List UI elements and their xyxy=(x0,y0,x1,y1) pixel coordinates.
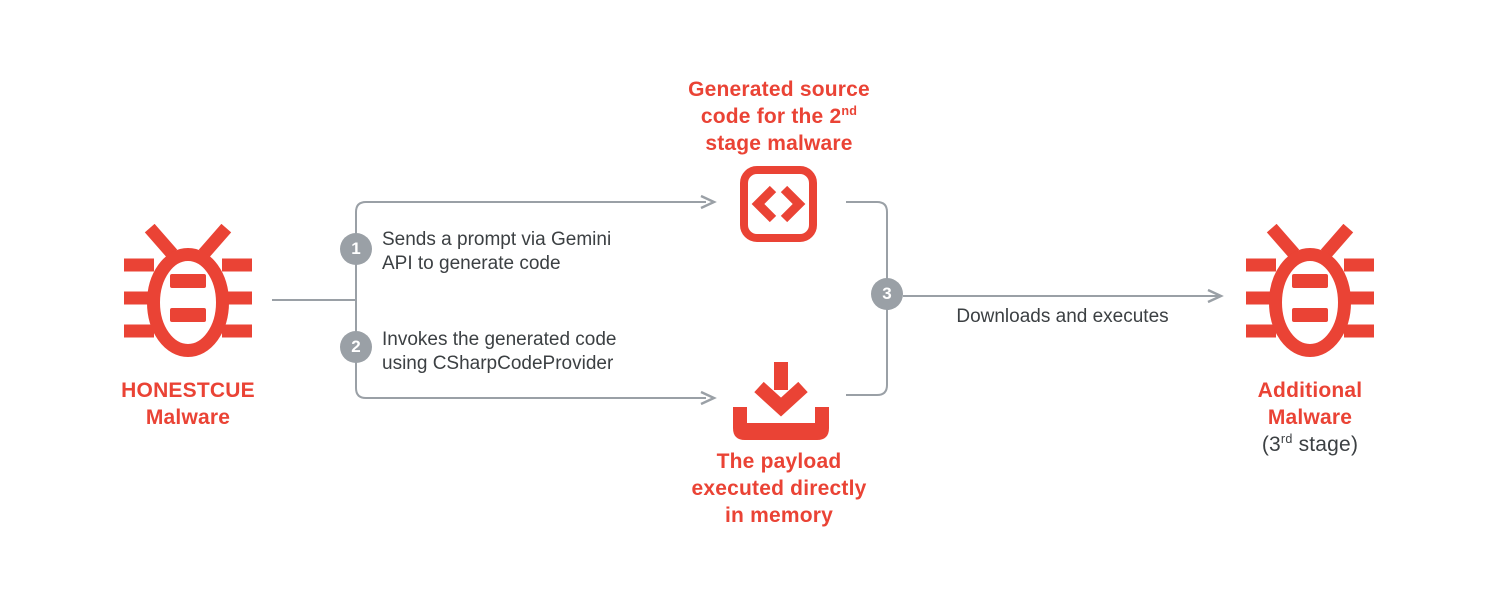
step-2-label-line1: Invokes the generated code xyxy=(382,329,617,350)
honestcue-label: HONESTCUE Malware xyxy=(88,377,288,431)
step-3-label: Downloads and executes xyxy=(903,305,1222,329)
node-honestcue xyxy=(124,224,252,358)
generated-source-label: Generated source code for the 2nd stage … xyxy=(649,76,909,157)
payload-line1: The payload xyxy=(716,450,842,473)
step-3-number: 3 xyxy=(882,284,892,303)
bug-icon xyxy=(1246,224,1374,357)
step-1-label-line1: Sends a prompt via Gemini xyxy=(382,229,612,250)
generated-source-line1: Generated source xyxy=(688,78,870,101)
additional-malware-stage: (3rd stage) xyxy=(1261,432,1359,456)
step-1-label: Sends a prompt via Gemini API to generat… xyxy=(382,228,662,276)
generated-source-line2: code for the 2nd xyxy=(700,104,858,128)
step-1-number: 1 xyxy=(351,239,361,258)
step-1-badge: 1 xyxy=(340,233,372,265)
step-3-badge: 3 xyxy=(871,278,903,310)
additional-malware-line1: Additional xyxy=(1257,379,1363,402)
bug-icon xyxy=(124,224,252,357)
step-2-number: 2 xyxy=(351,337,361,356)
generated-source-line3: stage malware xyxy=(705,132,853,155)
additional-malware-line2: Malware xyxy=(1267,406,1353,429)
payload-line3: in memory xyxy=(725,504,833,527)
node-generated-source xyxy=(740,166,817,242)
code-icon xyxy=(740,166,817,242)
node-additional-malware xyxy=(1246,224,1374,358)
download-icon xyxy=(733,362,829,440)
additional-malware-label: Additional Malware (3rd stage) xyxy=(1210,377,1410,458)
honestcue-title-line2: Malware xyxy=(145,406,231,429)
step-2-label: Invokes the generated code using CSharpC… xyxy=(382,328,662,376)
payload-line2: executed directly xyxy=(691,477,867,500)
payload-label: The payload executed directly in memory xyxy=(649,448,909,529)
node-payload xyxy=(733,362,829,440)
step-3-label-text: Downloads and executes xyxy=(956,306,1169,327)
step-2-label-line2: using CSharpCodeProvider xyxy=(382,353,614,374)
step-2-badge: 2 xyxy=(340,331,372,363)
step-1-label-line2: API to generate code xyxy=(382,253,561,274)
honestcue-title-line1: HONESTCUE xyxy=(121,379,255,402)
